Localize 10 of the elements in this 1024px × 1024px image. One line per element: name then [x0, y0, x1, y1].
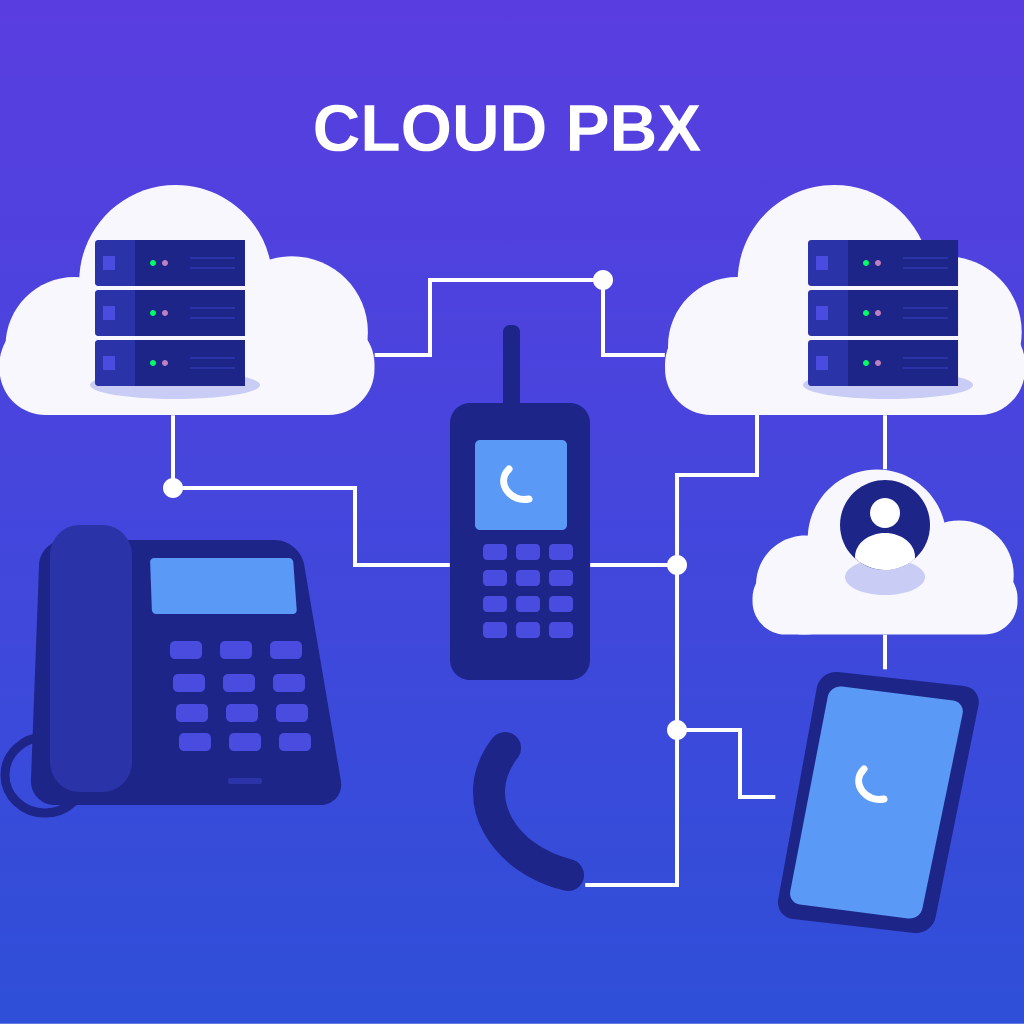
smartphone-drawing: [777, 671, 979, 934]
desk-phone-drawing: [0, 525, 342, 818]
connector-line: [374, 278, 665, 357]
title: CLOUD PBX: [315, 104, 701, 152]
connector-line: [883, 415, 887, 470]
connector-line: [171, 415, 450, 567]
mobile-phone-drawing: [450, 325, 590, 680]
connector-line: [675, 415, 776, 799]
handset-drawing: [473, 732, 584, 891]
connector-line: [883, 634, 887, 670]
